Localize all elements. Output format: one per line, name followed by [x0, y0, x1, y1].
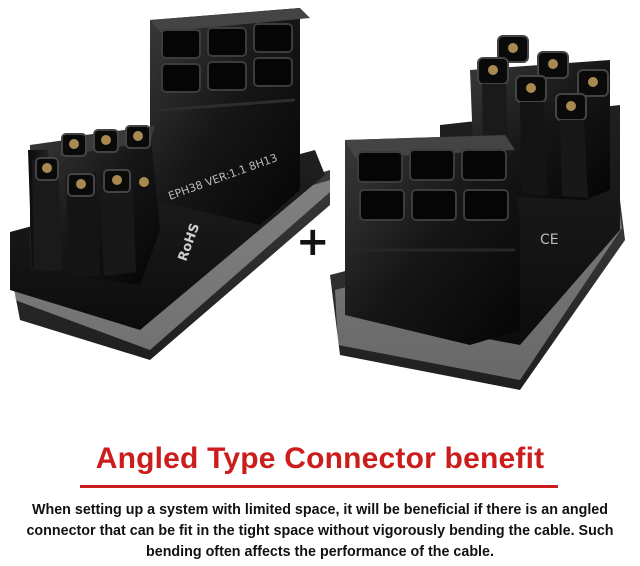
caption-title: Angled Type Connector benefit: [95, 442, 545, 475]
vertical-6pin-connector: [150, 8, 310, 225]
product-photo: EPH38 VER:1.1 8H13 RoHS: [10, 8, 625, 390]
caption-text: When setting up a system with limited sp…: [26, 502, 614, 560]
title-underline: [80, 485, 558, 488]
left-adapter: EPH38 VER:1.1 8H13 RoHS: [10, 8, 330, 360]
svg-text:CE: CE: [540, 232, 559, 248]
front-6pin-connector: [345, 135, 520, 345]
plus-sign: +: [296, 219, 330, 265]
angled-6pin-connector: [28, 125, 160, 285]
right-adapter: CE: [330, 35, 625, 390]
